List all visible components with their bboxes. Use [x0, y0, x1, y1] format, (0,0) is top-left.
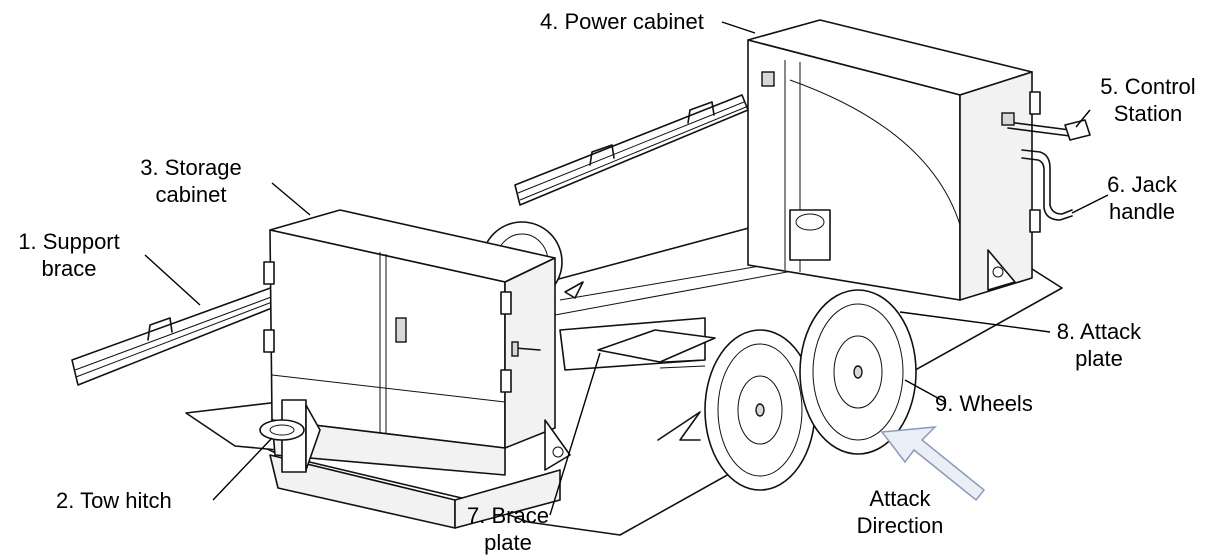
jack-handle: [1021, 149, 1073, 221]
support-brace-line2: brace: [41, 256, 97, 281]
leader-attack-plate: [899, 311, 1051, 333]
leader-power-cabinet: [721, 21, 756, 34]
tow-hitch: [259, 399, 321, 473]
brace-plate: [597, 329, 716, 369]
label-attack-direction: Attack Direction: [840, 485, 960, 539]
brace-plate-line2: plate: [484, 530, 532, 555]
label-tow-hitch: 2. Tow hitch: [56, 487, 172, 514]
support-brace-line1: 1. Support: [18, 229, 120, 254]
wheel-front: [799, 289, 917, 455]
leader-jack-handle: [1071, 194, 1109, 214]
control-station-line2: Station: [1113, 101, 1183, 126]
power-cabinet: [747, 19, 1041, 301]
jack-handle-line1: 6. Jack: [1107, 172, 1177, 197]
leader-wheels: [904, 379, 946, 403]
label-attack-plate: 8. Attack plate: [1044, 318, 1154, 372]
brace-plate-line1: 7. Brace: [467, 503, 549, 528]
label-control-station: 5. Control Station: [1088, 73, 1208, 127]
leader-brace-plate: [549, 352, 601, 516]
storage-cabinet-line2: cabinet: [155, 182, 227, 207]
tow-hitch-text: 2. Tow hitch: [56, 488, 172, 513]
leader-storage-cabinet: [271, 182, 311, 216]
wheel-rear: [704, 329, 816, 491]
control-station-line1: 5. Control: [1100, 74, 1196, 99]
leader-lines: [144, 21, 1109, 516]
label-wheels: 9. Wheels: [935, 390, 1033, 417]
power-cabinet-text: 4. Power cabinet: [540, 9, 704, 34]
label-brace-plate: 7. Brace plate: [448, 502, 568, 556]
label-storage-cabinet: 3. Storage cabinet: [128, 154, 254, 208]
label-power-cabinet: 4. Power cabinet: [540, 8, 704, 35]
attack-plate-line2: plate: [1075, 346, 1123, 371]
leader-tow-hitch: [212, 437, 273, 501]
control-station: [1001, 112, 1091, 141]
label-jack-handle: 6. Jack handle: [1092, 171, 1192, 225]
support-brace-right: [514, 94, 749, 206]
storage-cabinet: [263, 209, 571, 476]
attack-plate-line1: 8. Attack: [1056, 319, 1142, 344]
leader-support-brace: [144, 254, 201, 306]
storage-cabinet-line1: 3. Storage: [140, 155, 242, 180]
label-support-brace: 1. Support brace: [8, 228, 130, 282]
wheels-text: 9. Wheels: [935, 391, 1033, 416]
attack-direction-arrow: [880, 426, 986, 502]
jack-handle-line2: handle: [1108, 199, 1176, 224]
leader-control-station: [1075, 109, 1091, 128]
attack-direction-line1: Attack: [869, 486, 931, 511]
attack-direction-line2: Direction: [856, 513, 944, 538]
